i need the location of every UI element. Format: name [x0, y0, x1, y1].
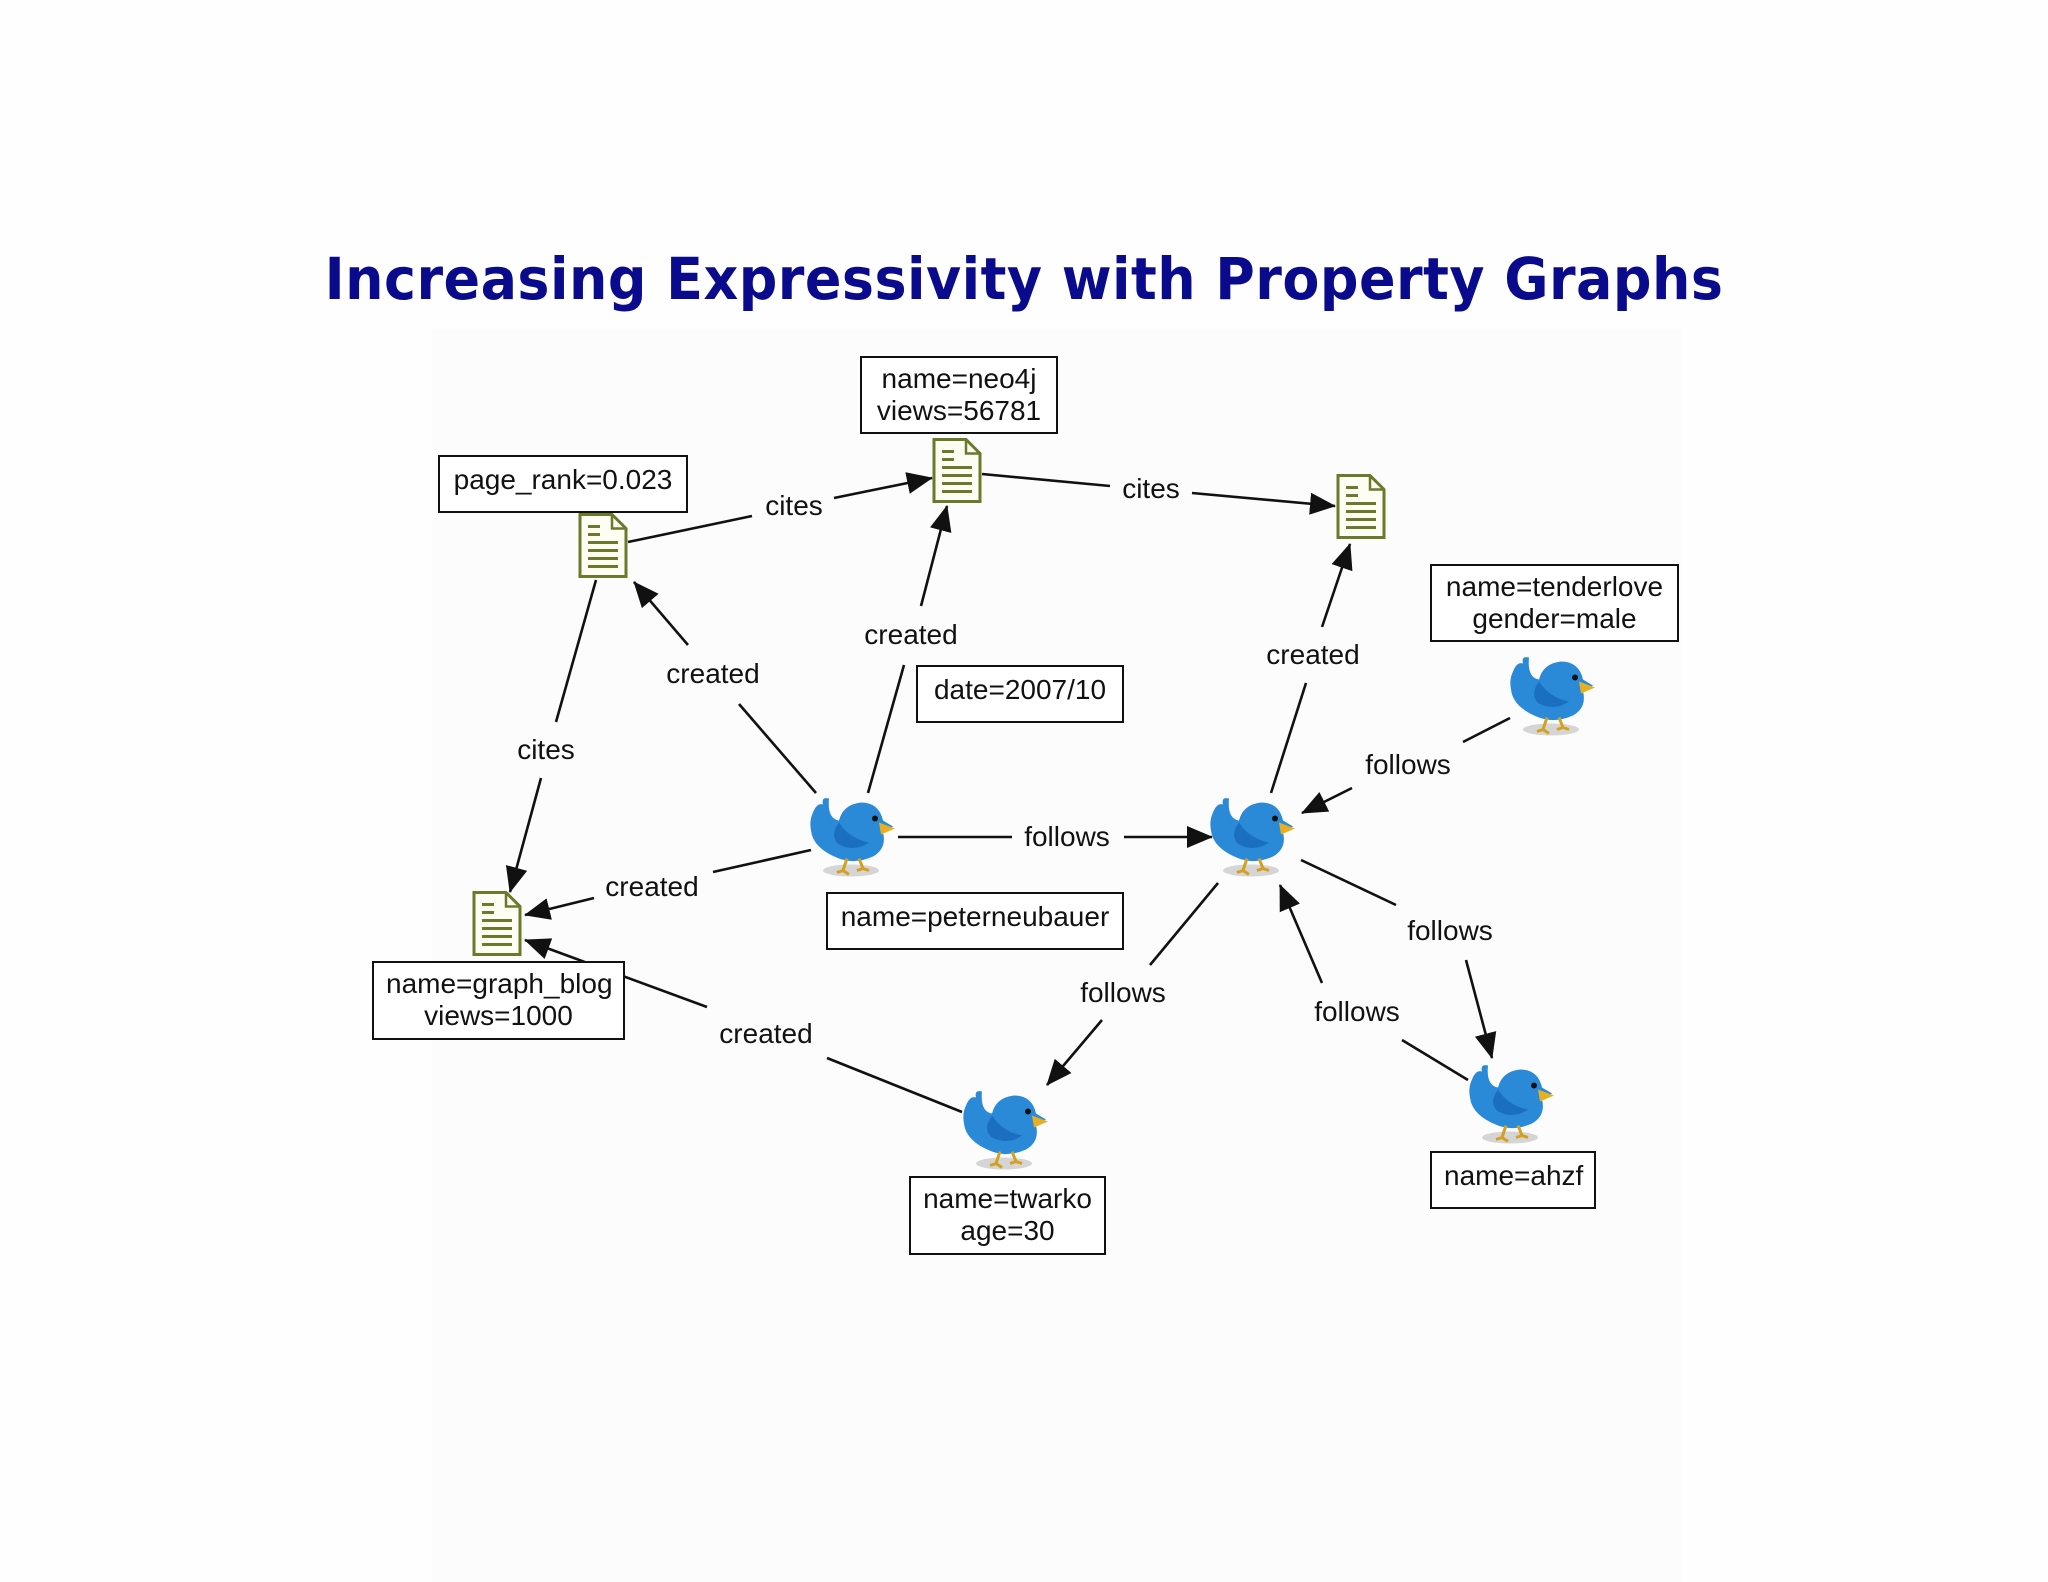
property-box-ahzf: name=ahzf [1430, 1151, 1596, 1209]
property-box-peterneubauer: name=peterneubauer [826, 892, 1124, 950]
property-box-edge-date: date=2007/10 [916, 665, 1124, 723]
edge-label-follows: follows [1401, 915, 1499, 947]
edge-follows-ah-c [1401, 1038, 1469, 1082]
property-text: name=graph_blog [386, 968, 613, 999]
user-node-center[interactable] [1203, 783, 1299, 884]
property-text: date=2007/10 [933, 674, 1107, 705]
property-text: page_rank=0.023 [453, 464, 673, 495]
edge-follows-c-tw [1148, 882, 1220, 966]
property-text: name=neo4j [881, 363, 1037, 394]
edge-label-created: created [713, 1018, 819, 1050]
twitter-bird-icon [1210, 798, 1295, 877]
edge-label-cites: cites [511, 734, 581, 766]
edge-label-created: created [1260, 639, 1366, 671]
edge-label-follows: follows [1018, 821, 1116, 853]
edge-created-p-a [738, 703, 817, 794]
property-text: name=twarko [923, 1183, 1092, 1214]
property-text: name=tenderlove [1445, 571, 1664, 602]
document-node-graph-blog[interactable] [472, 891, 522, 962]
user-node-peterneubauer[interactable] [803, 783, 899, 884]
edge-label-cites: cites [1116, 473, 1186, 505]
edge-label-cites: cites [759, 490, 829, 522]
edge-created-p-d [712, 848, 812, 874]
edge-label-created: created [660, 658, 766, 690]
user-node-tenderlove[interactable] [1503, 642, 1599, 743]
property-box-graph-blog: name=graph_blog views=1000 [372, 961, 625, 1040]
twitter-bird-icon [963, 1091, 1048, 1170]
document-icon [932, 438, 982, 503]
document-icon [578, 513, 628, 578]
slide-title: Increasing Expressivity with Property Gr… [324, 245, 1724, 313]
property-text: gender=male [1472, 603, 1637, 634]
document-node-cited[interactable] [1336, 474, 1386, 545]
twitter-bird-icon [1510, 657, 1595, 736]
edge-follows-t-c [1462, 716, 1511, 744]
document-icon [1336, 474, 1386, 539]
document-icon [472, 891, 522, 956]
property-box-page-rank: page_rank=0.023 [438, 455, 688, 513]
edge-label-created: created [599, 871, 705, 903]
edge-label-follows: follows [1074, 977, 1172, 1009]
property-box-neo4j: name=neo4j views=56781 [860, 356, 1058, 434]
property-text: name=peterneubauer [840, 901, 1110, 932]
edge-label-follows: follows [1359, 749, 1457, 781]
user-node-ahzf[interactable] [1462, 1050, 1558, 1151]
document-node-neo4j[interactable] [932, 438, 982, 509]
property-box-tenderlove: name=tenderlove gender=male [1430, 564, 1679, 642]
property-text: name=ahzf [1444, 1160, 1584, 1191]
edge-follows-c-ah [1300, 858, 1397, 907]
user-node-twarko[interactable] [956, 1076, 1052, 1177]
document-node-page-rank[interactable] [578, 513, 628, 584]
edge-created-c-c [1269, 682, 1308, 794]
edge-cites-b-c [981, 472, 1111, 488]
twitter-bird-icon [810, 798, 895, 877]
edge-created-tw-d [826, 1056, 963, 1114]
edge-label-created: created [858, 619, 964, 651]
twitter-bird-icon [1469, 1065, 1554, 1144]
edge-label-follows: follows [1308, 996, 1406, 1028]
property-text: views=56781 [876, 395, 1042, 426]
edge-created-p-b [866, 664, 906, 794]
property-box-twarko: name=twarko age=30 [909, 1176, 1106, 1255]
property-text: age=30 [960, 1215, 1055, 1246]
property-text: views=1000 [424, 1000, 573, 1031]
edge-cites-a-b [627, 514, 753, 544]
edge-cites-a-d [554, 579, 598, 723]
